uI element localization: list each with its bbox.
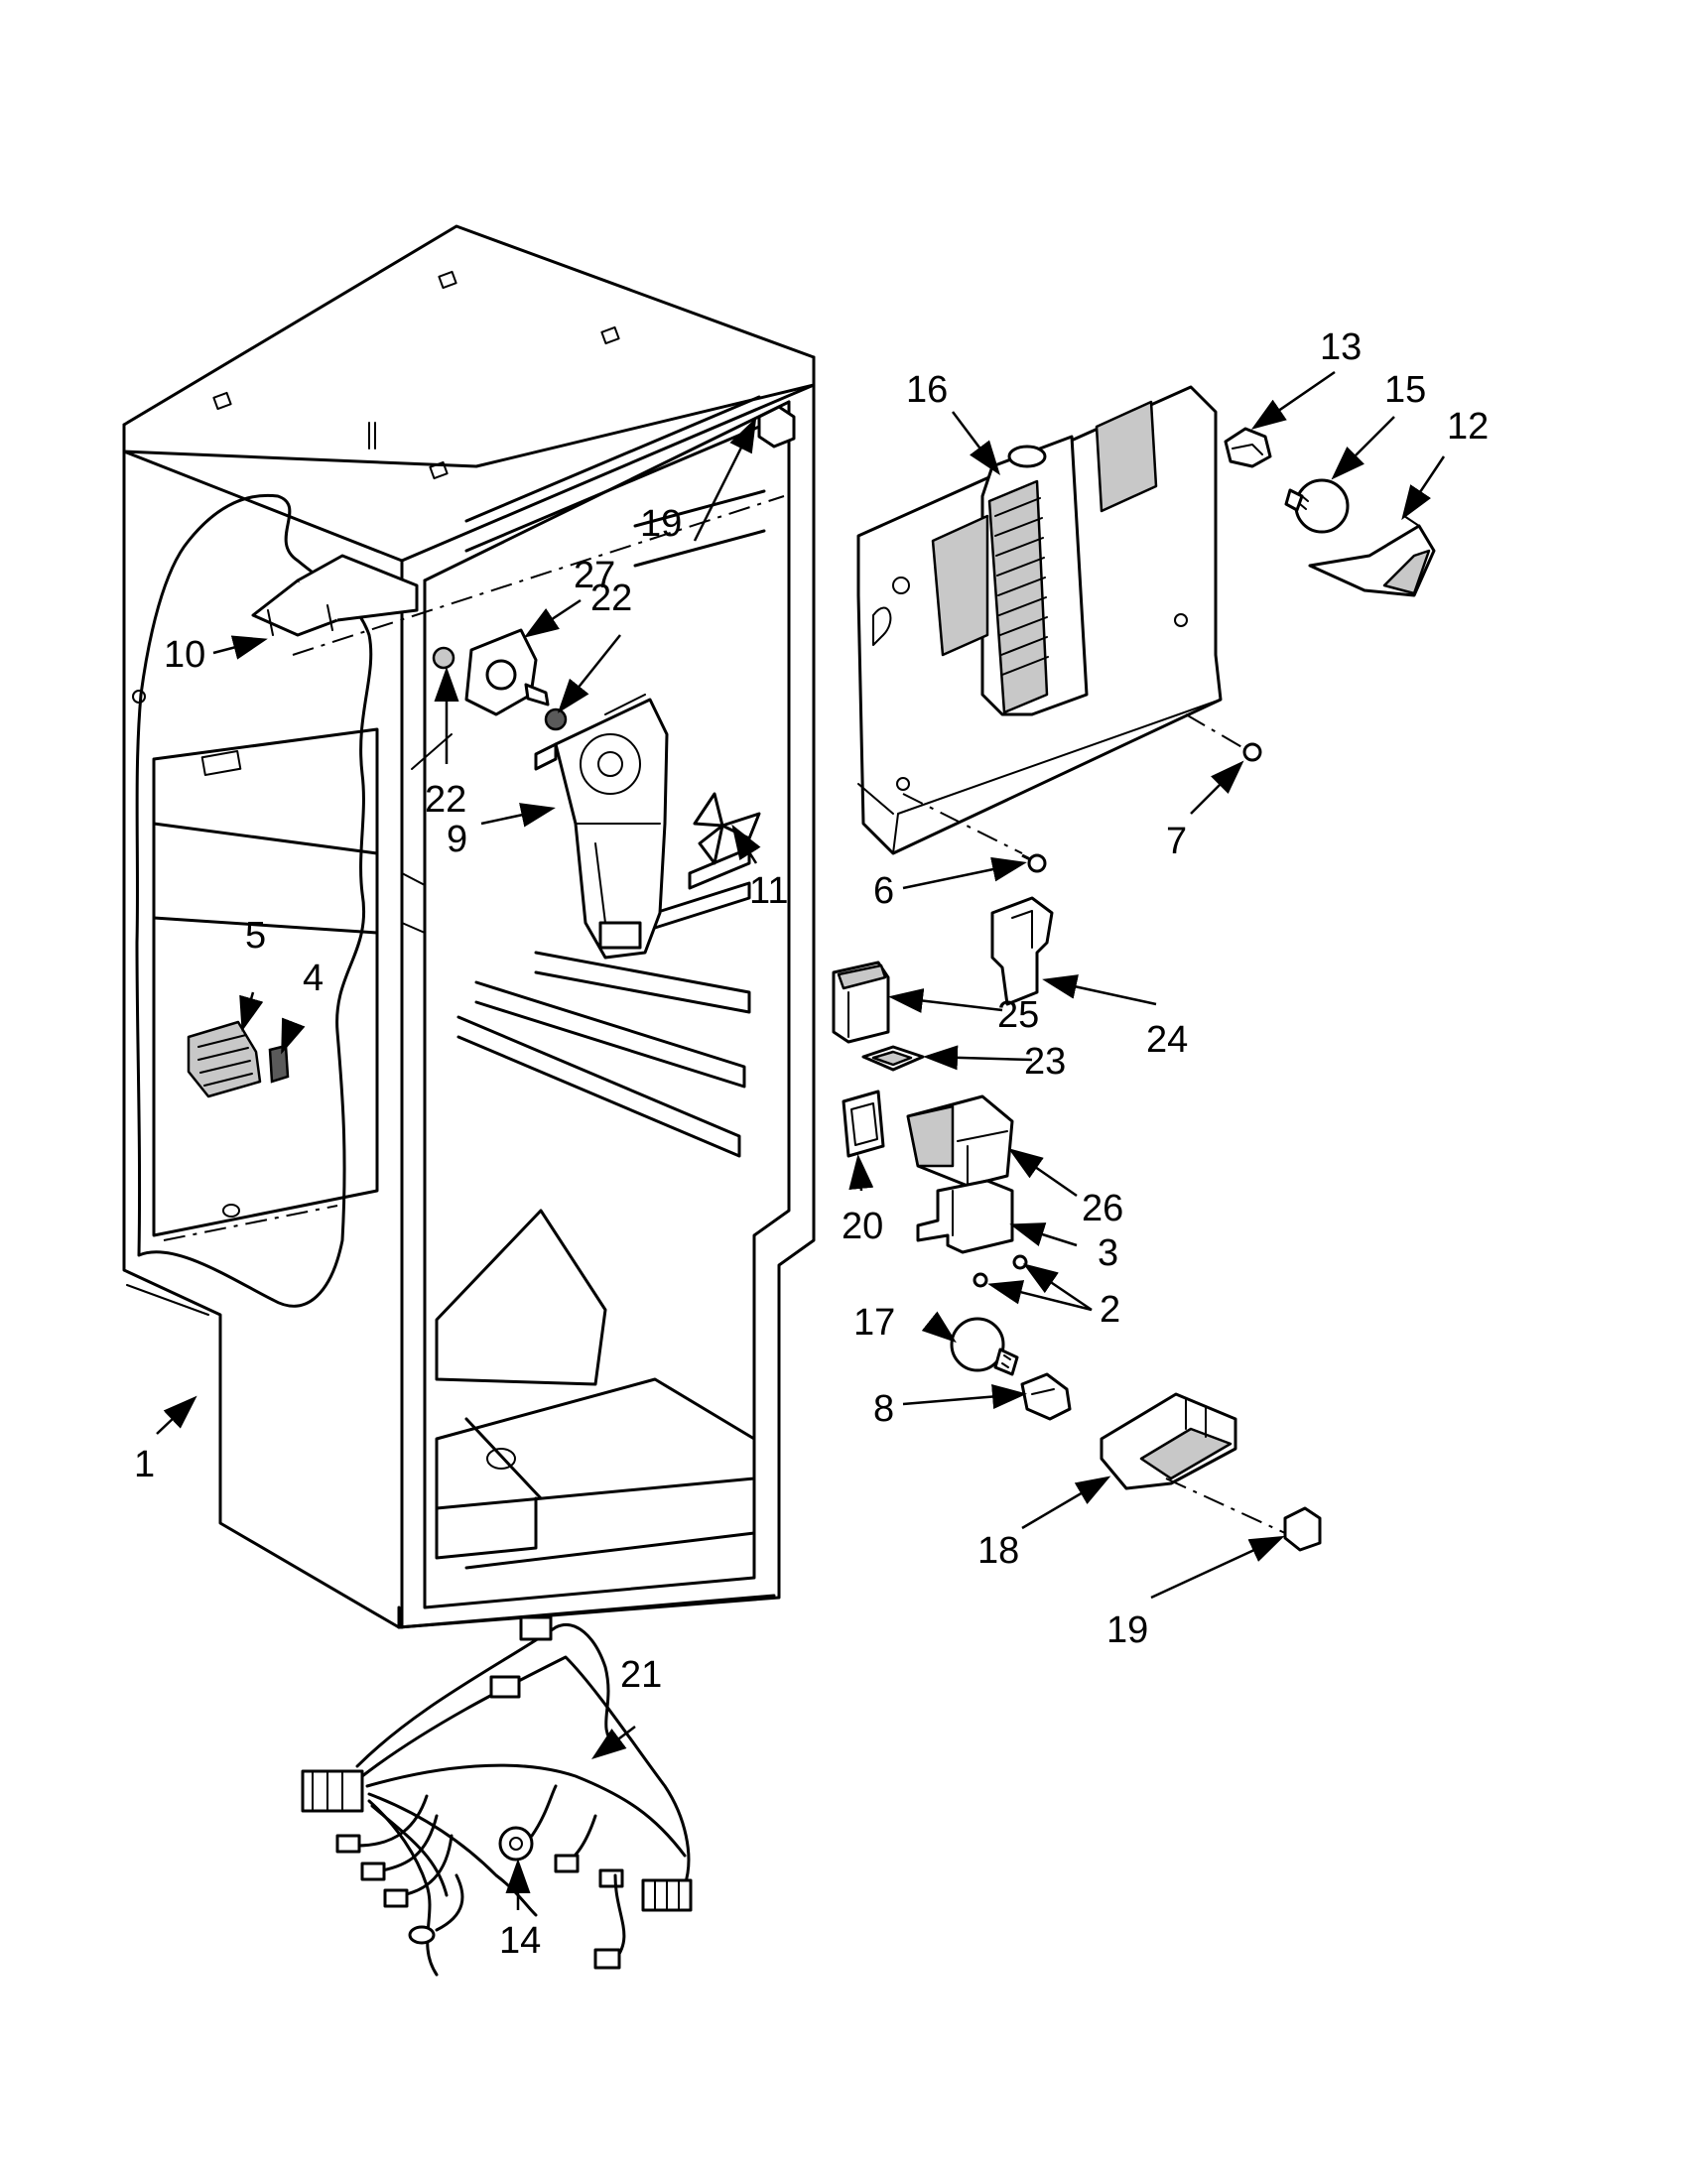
- callout-19-lower: 19: [1106, 1609, 1148, 1651]
- callout-2: 2: [1100, 1289, 1120, 1331]
- callout-5: 5: [245, 915, 266, 957]
- refrigerator-liner: [122, 224, 816, 1629]
- part-26-damper-housing: [906, 1094, 1014, 1188]
- callout-leaders: [156, 370, 1446, 1910]
- callout-labels: 1 2 3 4 5 6 7 8 9 10 11 12 13 14 15 16 1…: [134, 326, 1489, 1962]
- callout-11: 11: [749, 870, 788, 912]
- part-19-clip-lower: [1283, 1506, 1322, 1552]
- part-17-light-bulb: [950, 1317, 1019, 1376]
- callout-8: 8: [873, 1388, 894, 1430]
- callout-19-upper: 19: [640, 503, 682, 545]
- part-25-housing: [832, 961, 890, 1044]
- part-10-bracket: [251, 554, 419, 637]
- part-12-light-shield: [1308, 515, 1436, 597]
- part-5-vent-grille: [187, 1020, 262, 1098]
- callout-16: 16: [906, 369, 948, 411]
- callout-18: 18: [977, 1530, 1019, 1572]
- callout-4: 4: [303, 958, 324, 999]
- part-14-connector: [498, 1784, 558, 1862]
- part-6-screw: [902, 793, 1047, 873]
- part-20-gasket: [842, 1090, 885, 1158]
- part-21-wire-harness: [301, 1615, 693, 1977]
- callout-3: 3: [1098, 1232, 1118, 1274]
- part-22-knob-left: [432, 646, 455, 670]
- part-22-knob-right: [544, 707, 568, 731]
- part-3-bracket: [916, 1179, 1014, 1254]
- part-23-gasket: [861, 1045, 925, 1072]
- callout-1: 1: [134, 1444, 155, 1485]
- callout-15: 15: [1384, 369, 1426, 411]
- part-13-socket: [1224, 427, 1272, 468]
- callout-22-right: 22: [590, 578, 632, 619]
- part-24-cover: [990, 896, 1054, 1006]
- callout-12: 12: [1447, 406, 1489, 448]
- callout-13: 13: [1320, 326, 1362, 368]
- callout-21: 21: [620, 1654, 662, 1696]
- callout-24: 24: [1146, 1019, 1188, 1061]
- callout-25: 25: [997, 994, 1039, 1036]
- callout-9: 9: [447, 819, 467, 860]
- part-4-insert: [268, 1044, 290, 1084]
- callout-7: 7: [1166, 821, 1187, 862]
- callout-23: 23: [1024, 1041, 1066, 1083]
- callout-10: 10: [164, 634, 205, 676]
- callout-14: 14: [499, 1920, 541, 1962]
- part-9-fan-shroud: [534, 698, 669, 960]
- part-2-screws: [973, 1254, 1028, 1288]
- part-19-clip-upper: [757, 405, 796, 449]
- callout-20: 20: [842, 1206, 883, 1247]
- part-27-control: [464, 628, 550, 716]
- part-8-socket: [1020, 1372, 1072, 1421]
- callout-17: 17: [853, 1302, 895, 1344]
- part-16-control-panel: [856, 385, 1223, 855]
- part-15-light-bulb: [1284, 478, 1350, 534]
- callout-27: 27: [574, 555, 615, 596]
- part-18-light-cover: [1100, 1392, 1237, 1490]
- callout-6: 6: [873, 870, 894, 912]
- callout-22-left: 22: [425, 779, 466, 821]
- part-7-screw: [1185, 713, 1262, 762]
- callout-26: 26: [1082, 1188, 1123, 1229]
